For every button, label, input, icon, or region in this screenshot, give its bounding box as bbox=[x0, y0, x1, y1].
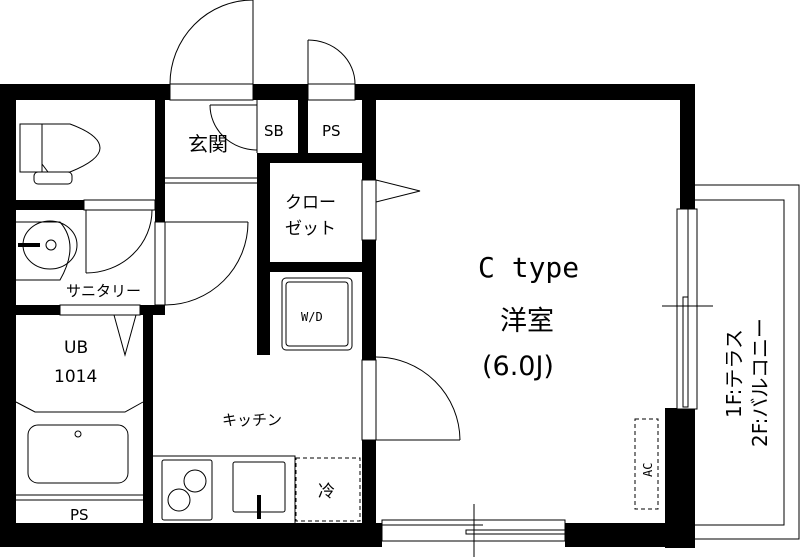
unit-bath-label-line1: UB bbox=[64, 338, 88, 358]
kitchen-label: キッチン bbox=[222, 411, 282, 429]
entrance-inner-door bbox=[209, 104, 258, 151]
hall-door[interactable] bbox=[154, 221, 249, 306]
bath-door-triangle bbox=[113, 314, 137, 357]
western-room-label: 洋室 bbox=[500, 306, 554, 337]
pipe-space-bottom-label: PS bbox=[70, 506, 89, 524]
bottom-window[interactable] bbox=[381, 504, 566, 557]
balcony bbox=[695, 184, 800, 540]
closet-door[interactable] bbox=[361, 179, 377, 241]
bath-door-frame[interactable] bbox=[59, 304, 141, 316]
exterior-walls bbox=[0, 84, 695, 548]
sink-fixture bbox=[16, 220, 78, 281]
closet-label-line2: ゼット bbox=[285, 219, 336, 239]
closet-label-line1: クロー bbox=[285, 193, 336, 213]
unit-type-label: C type bbox=[478, 251, 579, 284]
unit-bath-label-line2: 1014 bbox=[54, 367, 97, 387]
balcony-window[interactable] bbox=[662, 208, 713, 410]
pipe-space-top-label: PS bbox=[322, 122, 341, 140]
kitchen-counter bbox=[153, 455, 361, 523]
washer-dryer bbox=[281, 277, 353, 351]
interior-walls bbox=[16, 100, 376, 525]
toilet-fixture bbox=[19, 123, 101, 185]
entrance-label: 玄関 bbox=[188, 132, 228, 156]
balcony-label-line1: 1F:テラス bbox=[722, 329, 746, 418]
sanitary-label: サニタリー bbox=[66, 282, 141, 300]
entrance-door[interactable] bbox=[169, 0, 254, 101]
shoe-box-label: SB bbox=[264, 122, 284, 140]
western-room-size: (6.0J) bbox=[482, 351, 554, 382]
ps-door[interactable] bbox=[307, 39, 356, 101]
sanitary-door[interactable] bbox=[83, 199, 156, 274]
room-door[interactable] bbox=[361, 356, 461, 441]
fridge-label: 冷 bbox=[318, 482, 335, 502]
air-conditioner-label: AC bbox=[641, 463, 655, 477]
bathtub bbox=[15, 401, 144, 484]
washer-dryer-label: W/D bbox=[301, 310, 323, 324]
balcony-label-line2: 2F:バルコニー bbox=[748, 318, 772, 447]
